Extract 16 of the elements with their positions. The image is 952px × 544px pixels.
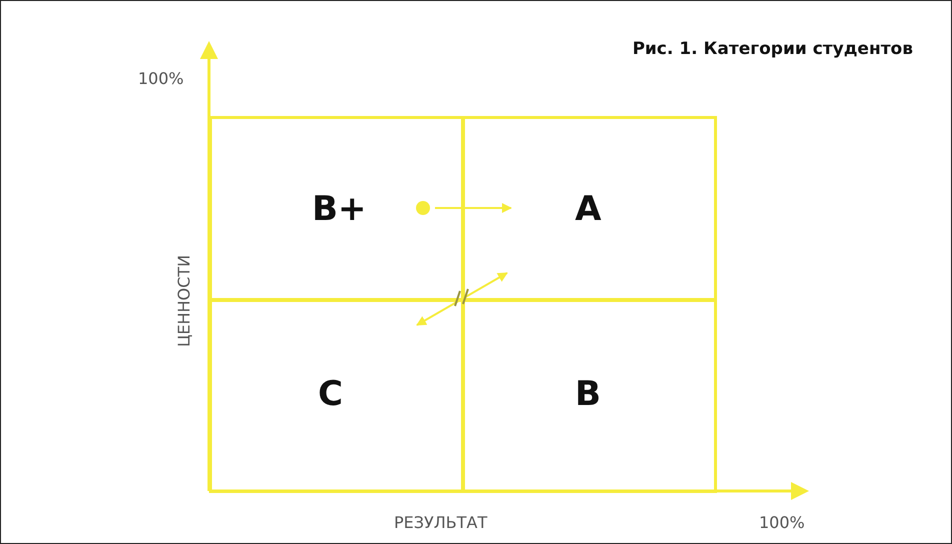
arrow [416,272,508,326]
matrix-quadrant [462,299,717,493]
figure-title: Рис. 1. Категории студентов [632,39,913,59]
matrix-quadrant [462,116,717,301]
dot-marker [416,201,430,215]
axis-tick-label: 100% [759,513,805,532]
quadrant-label: A [575,189,602,229]
axis-tick-label: 100% [138,69,184,88]
matrix-quadrant [209,299,464,493]
quadrant-label: C [318,374,343,414]
quadrant-label: B [575,374,601,414]
quadrant-label: B+ [312,189,366,229]
axis-label: ЦЕННОСТИ [174,254,194,348]
axis-label: РЕЗУЛЬТАТ [394,513,488,532]
arrow [435,203,512,213]
matrix-quadrant [209,116,464,301]
